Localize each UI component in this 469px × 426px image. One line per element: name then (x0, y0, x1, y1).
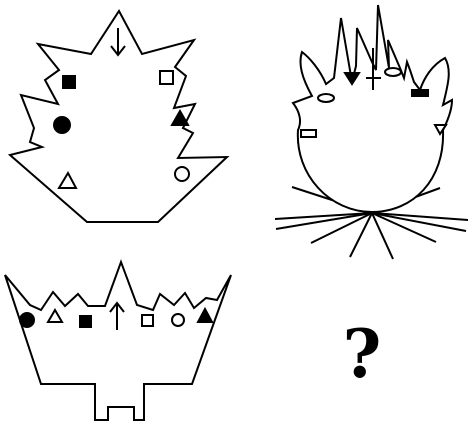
flame-figure (275, 5, 468, 259)
open-ellipse-icon (385, 68, 401, 76)
open-circle-icon (175, 167, 189, 181)
filled-bar-icon (412, 90, 428, 96)
filled-square-icon (63, 76, 75, 88)
flame-outline (293, 5, 452, 212)
crown-figure (5, 262, 231, 420)
filled-square-icon (80, 316, 91, 327)
open-rectangle-icon (301, 130, 316, 137)
filled-circle-icon (20, 313, 34, 327)
open-circle-icon (172, 314, 184, 326)
open-ellipse-icon (318, 94, 334, 102)
open-square-icon (142, 315, 153, 326)
question-mark: ? (343, 315, 382, 393)
leaf-figure (10, 11, 227, 222)
filled-circle-icon (54, 117, 70, 133)
crown-outline (5, 262, 231, 420)
open-square-icon (160, 71, 173, 84)
